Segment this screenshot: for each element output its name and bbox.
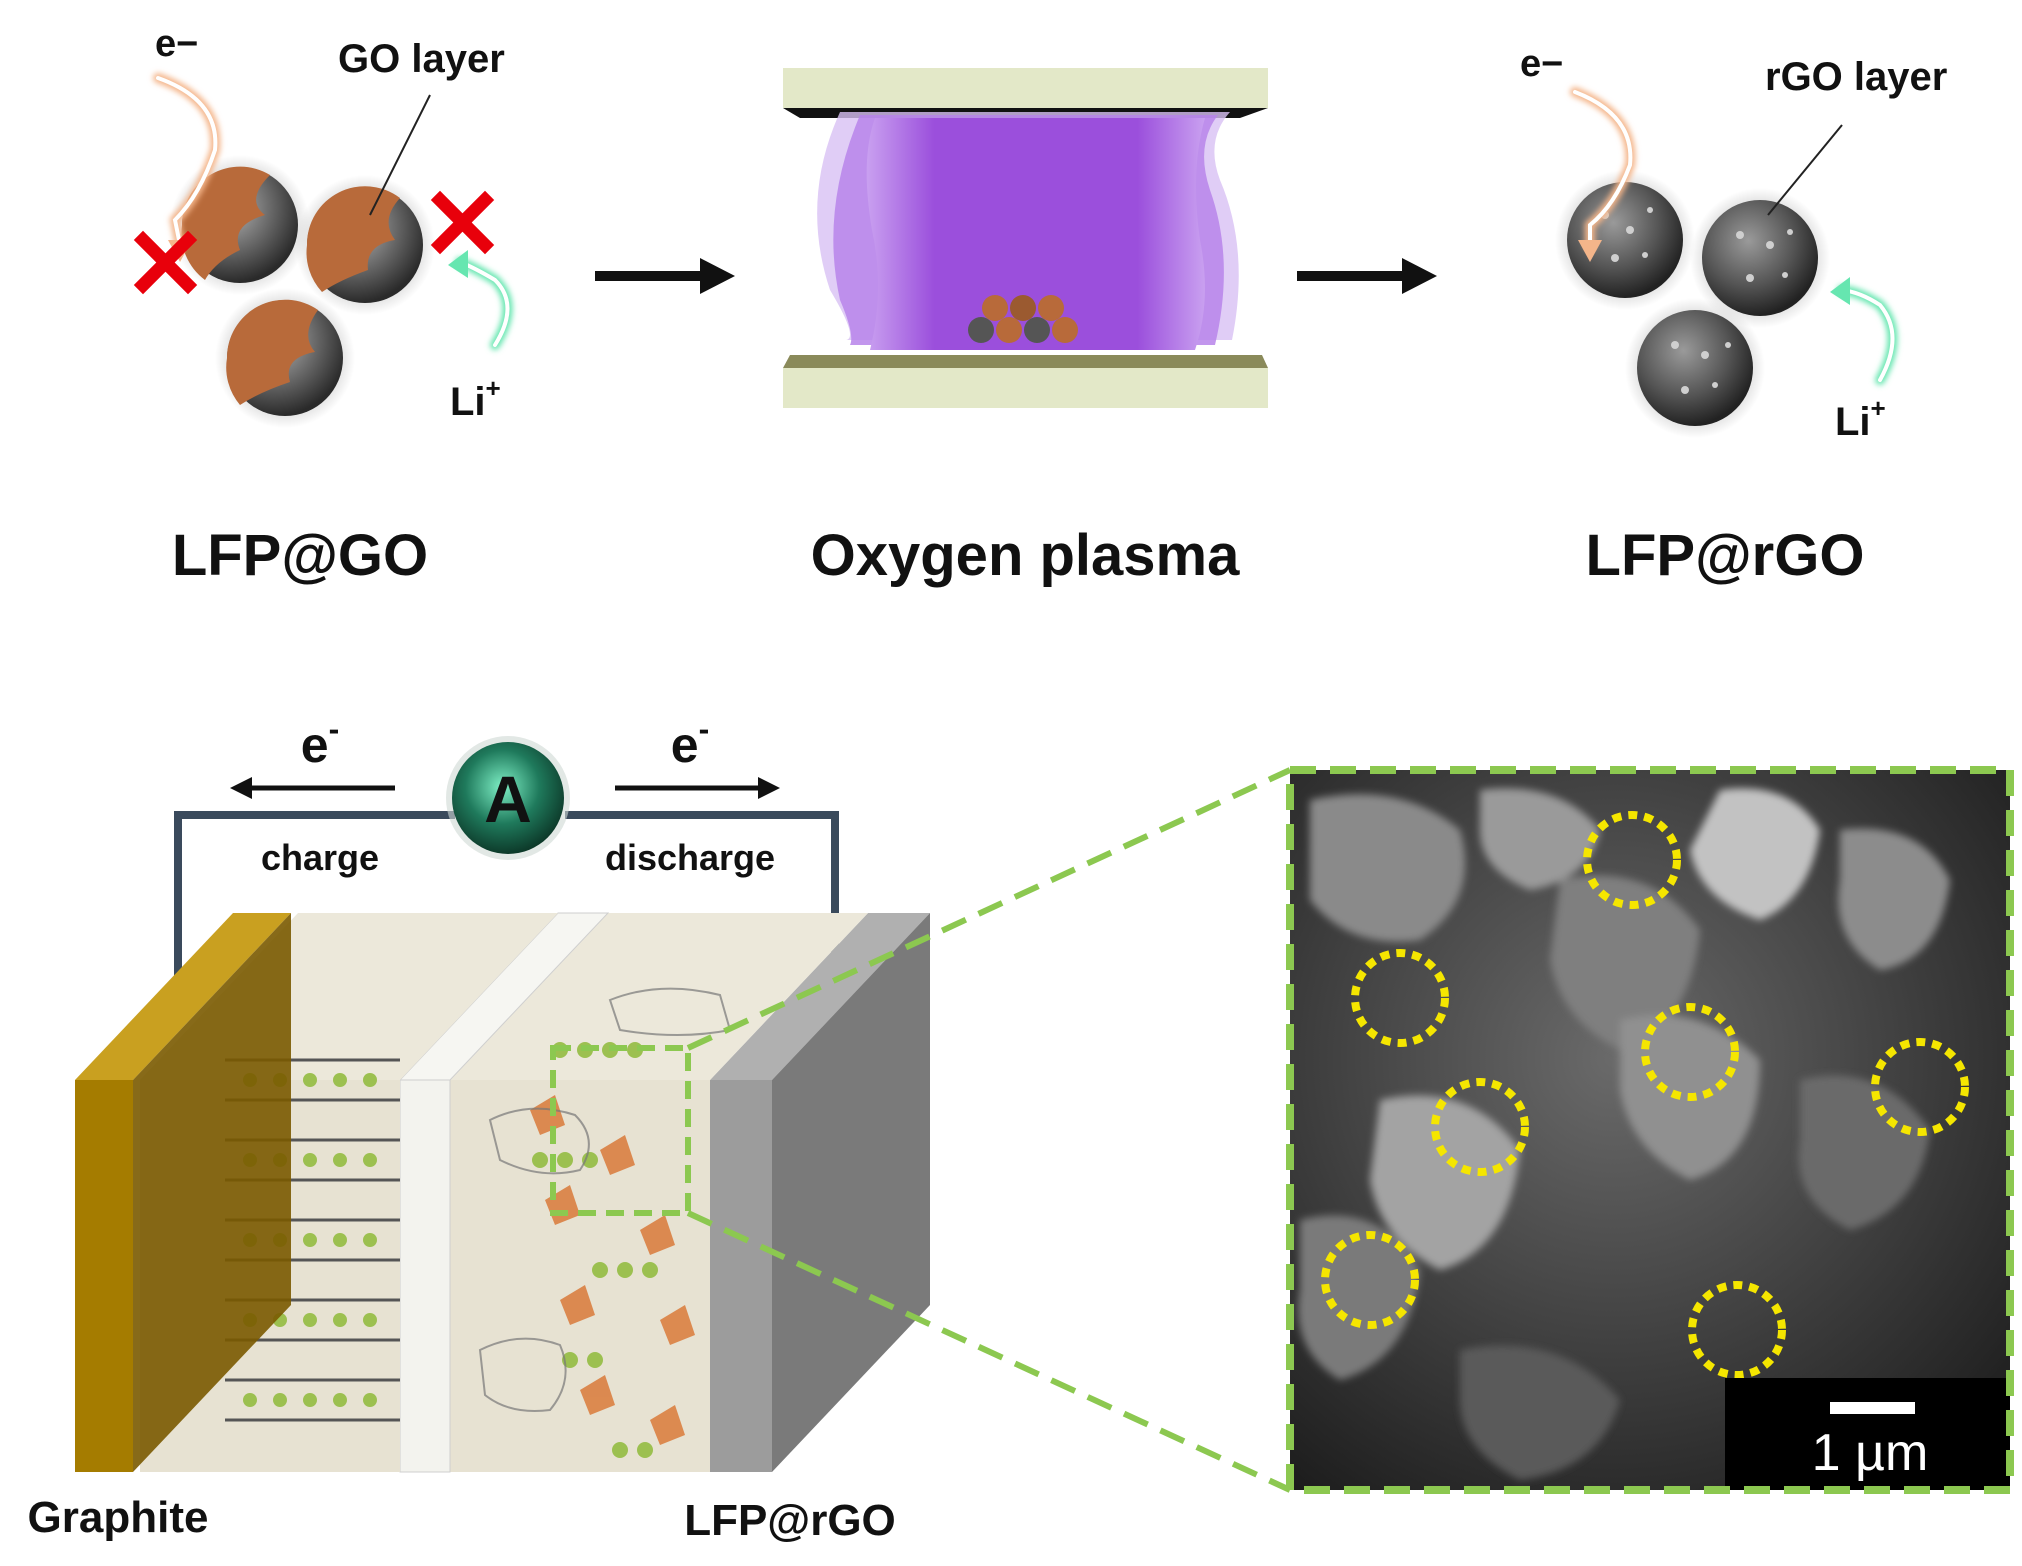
lithium-ion-label: Li+ — [1835, 393, 1886, 444]
rgo-coated-particle — [1625, 298, 1765, 438]
process-arrow — [1297, 258, 1437, 294]
go-coated-particle — [295, 175, 435, 315]
lfp-go-panel: e− GO layer Li+ LFP@GO — [133, 23, 513, 588]
discharge-direction-arrow — [615, 777, 780, 799]
plasma-glow — [866, 118, 1205, 350]
defect-highlight-circle — [1321, 811, 1969, 1379]
lfp-rgo-panel: e− rGO layer Li+ LFP@rGO — [1520, 43, 1947, 588]
process-arrow — [595, 258, 735, 294]
battery-cell-diagram: A e- e- charge discharge — [28, 711, 930, 1545]
ammeter-icon: A — [446, 736, 570, 860]
go-layer-label: GO layer — [338, 37, 505, 81]
electron-label: e− — [1520, 43, 1563, 85]
blocked-cross-icon — [133, 230, 198, 295]
ammeter-label: A — [484, 762, 532, 836]
zoom-connector-line — [686, 767, 1292, 1051]
discharge-label: discharge — [605, 837, 775, 878]
electron-label: e- — [301, 711, 339, 773]
lithium-ion-label: Li+ — [450, 373, 501, 424]
lfp-go-caption: LFP@GO — [172, 523, 428, 588]
zoom-region-box — [550, 1045, 691, 1216]
separator — [398, 912, 610, 1473]
cathode-current-collector — [710, 913, 930, 1472]
zoom-connector-line — [686, 1210, 1292, 1493]
electron-label: e− — [155, 23, 198, 65]
plasma-chamber: Oxygen plasma — [783, 68, 1268, 588]
rgo-coated-particle — [1690, 188, 1830, 328]
bottom-electrode-plate — [783, 368, 1268, 408]
sem-micrograph: 1 µm — [1286, 766, 2014, 1494]
lfp-rgo-caption: LFP@rGO — [1586, 523, 1865, 588]
go-coated-particle — [215, 288, 355, 428]
top-electrode-plate — [783, 68, 1268, 108]
electron-label: e- — [671, 711, 709, 773]
lfp-rgo-electrode-label: LFP@rGO — [684, 1496, 896, 1545]
go-coated-particle — [170, 155, 310, 295]
particle-pile-icon — [968, 295, 1078, 343]
oxygen-plasma-caption: Oxygen plasma — [811, 523, 1240, 588]
rgo-layer-label: rGO layer — [1765, 55, 1947, 99]
charge-direction-arrow — [230, 777, 395, 799]
sem-frame — [1286, 766, 2014, 1494]
graphite-label: Graphite — [28, 1493, 209, 1542]
charge-label: charge — [261, 837, 379, 878]
anode-current-collector — [75, 913, 291, 1472]
lfp-rgo-active-layer — [450, 913, 868, 1472]
go-layer-leader-line — [369, 94, 431, 216]
scale-bar: 1 µm — [1725, 1378, 2010, 1490]
scale-bar-label: 1 µm — [1812, 1424, 1929, 1482]
rgo-layer-leader-line — [1767, 124, 1843, 216]
blocked-cross-icon — [430, 190, 495, 255]
rgo-coated-particle — [1555, 170, 1695, 310]
